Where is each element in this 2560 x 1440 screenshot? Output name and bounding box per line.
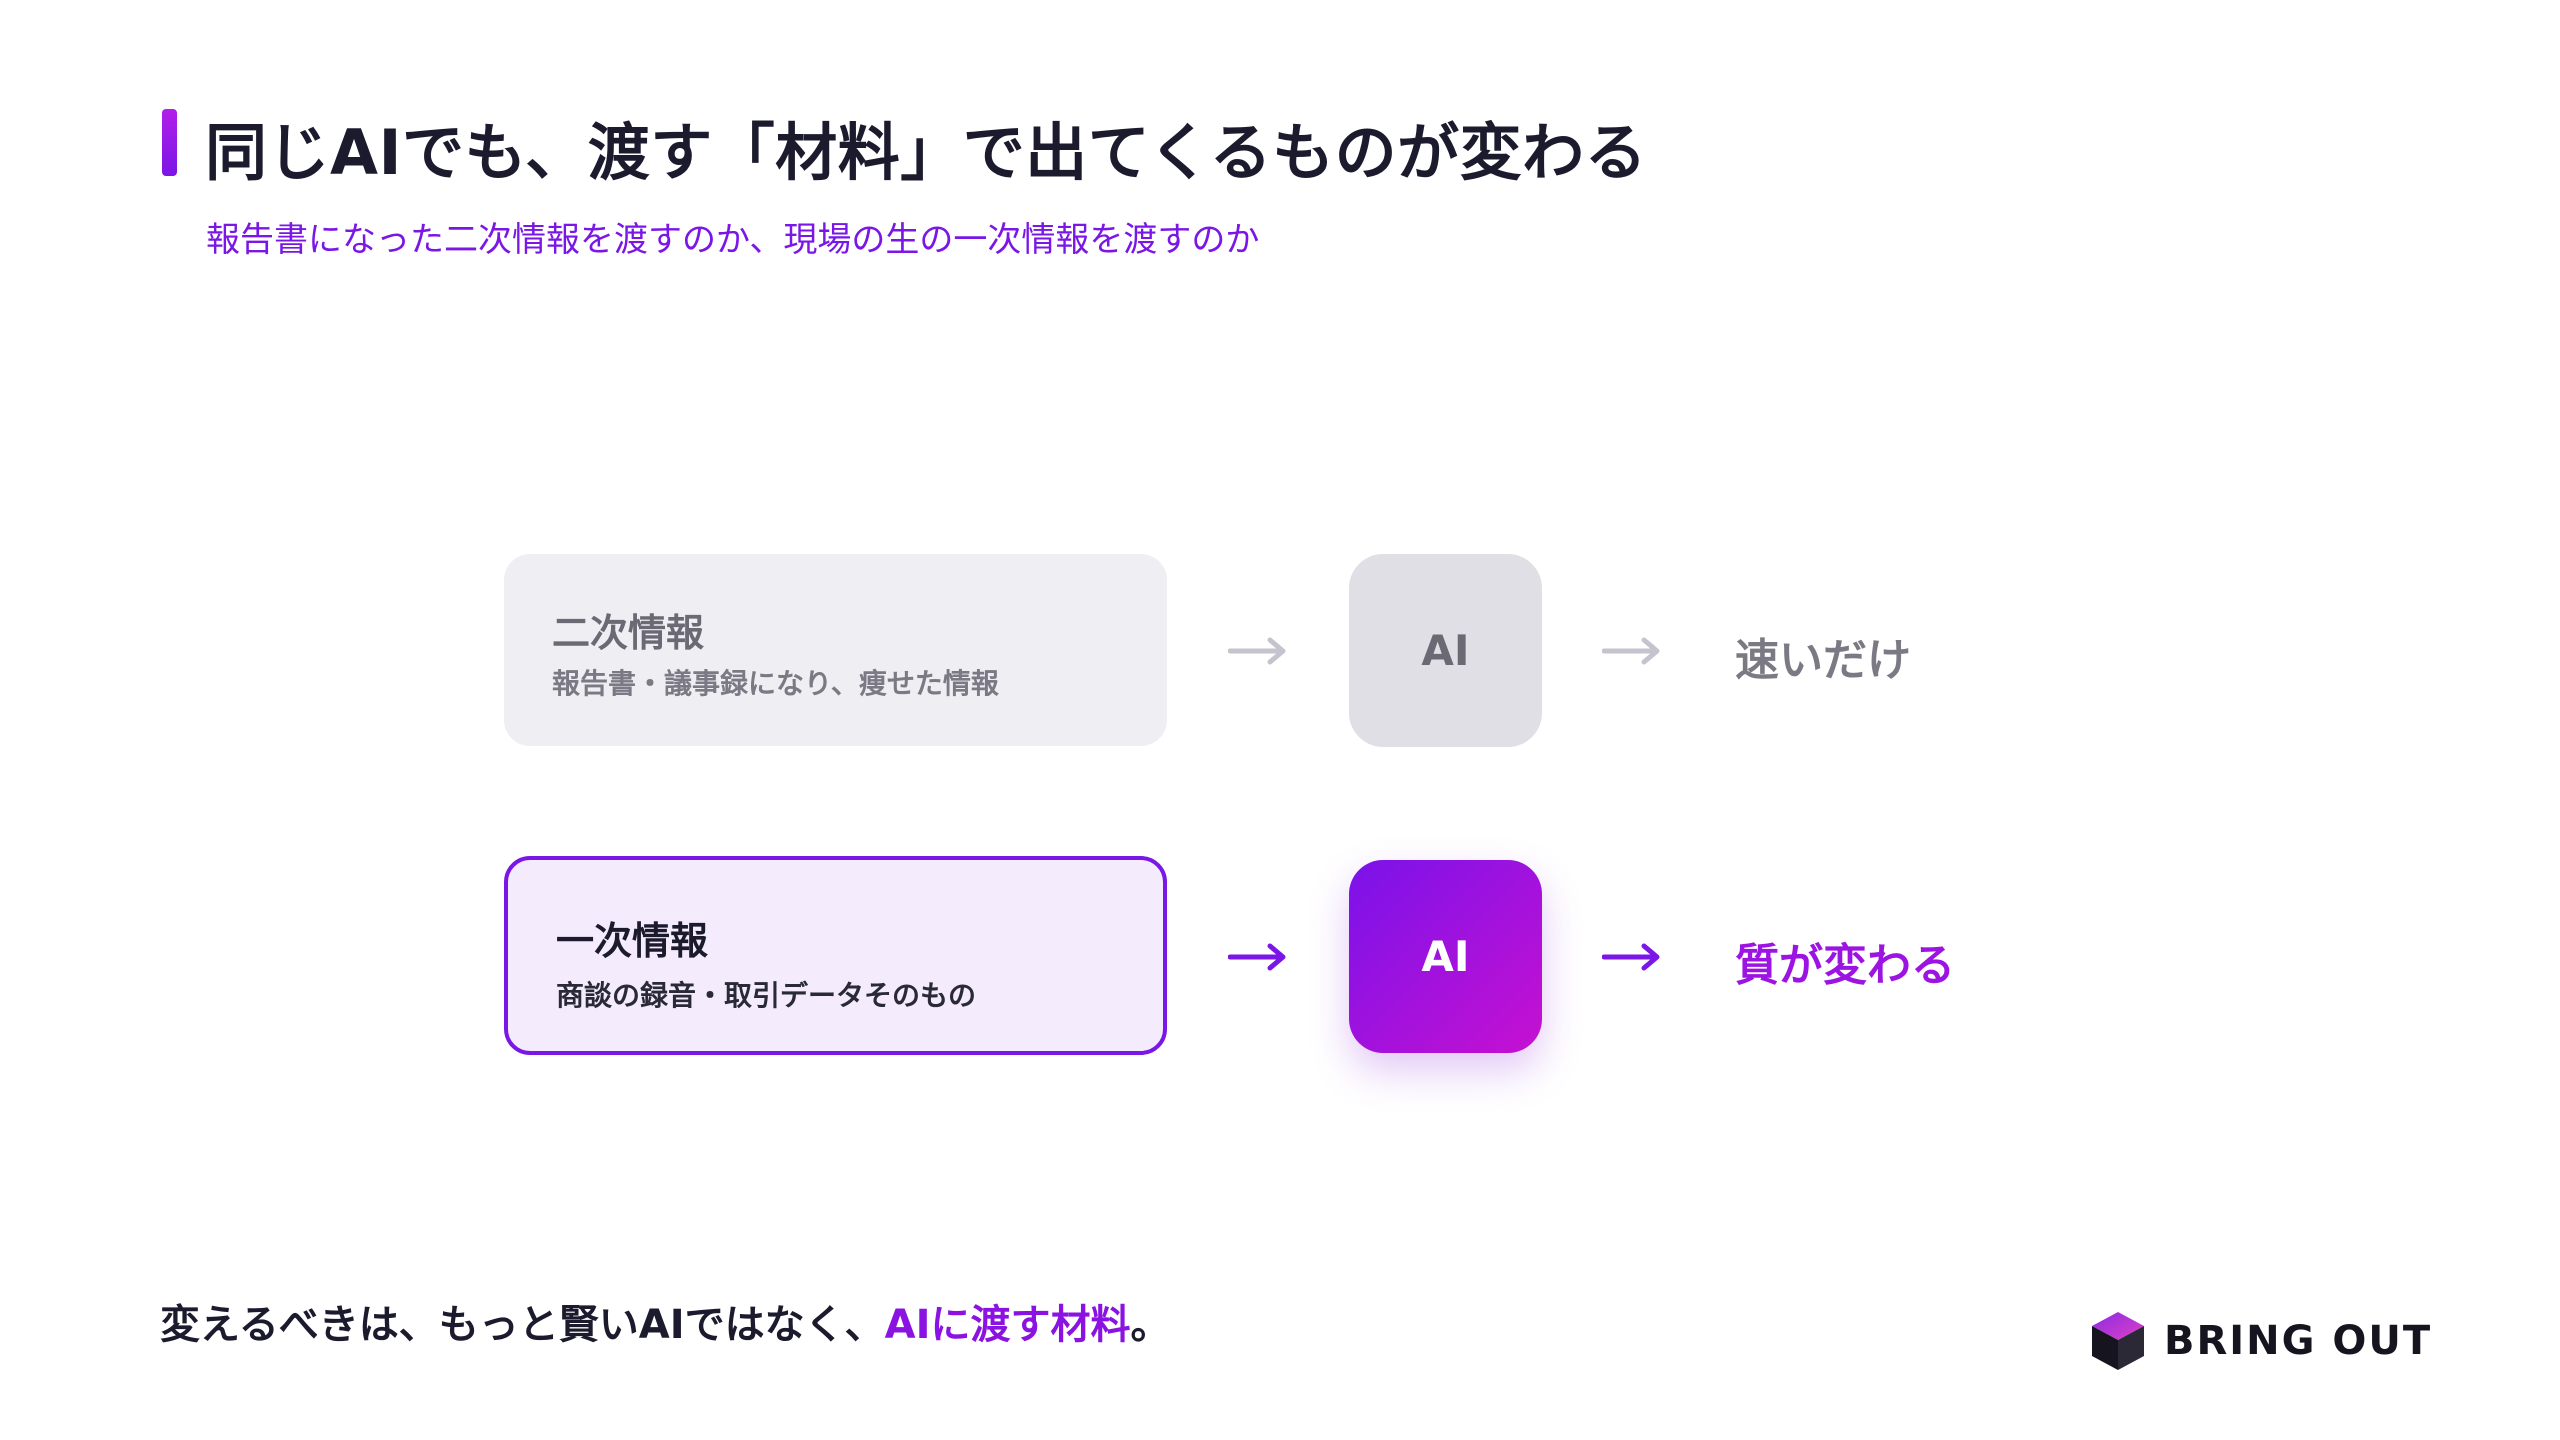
secondary-info-title: 二次情報: [552, 611, 705, 655]
secondary-result: 速いだけ: [1735, 635, 1911, 686]
footer-message-highlight: AIに渡す材料: [884, 1302, 1131, 1348]
primary-info-card: 一次情報 商談の録音・取引データそのもの: [504, 856, 1167, 1055]
secondary-info-description: 報告書・議事録になり、痩せた情報: [552, 667, 999, 700]
primary-info-description: 商談の録音・取引データそのもの: [556, 979, 977, 1012]
arrow-right-icon: [1228, 943, 1286, 971]
title-accent-bar: [162, 109, 177, 176]
brand-logo: BRING OUT: [2090, 1310, 2432, 1372]
brand-logo-text: BRING OUT: [2164, 1318, 2433, 1364]
footer-message: 変えるべきは、もっと賢いAIではなく、AIに渡す材料。: [160, 1292, 1170, 1350]
primary-info-title: 一次情報: [556, 919, 709, 963]
arrow-right-icon: [1602, 637, 1660, 665]
footer-message-end: 。: [1130, 1302, 1171, 1348]
arrow-right-icon: [1228, 637, 1286, 665]
primary-result: 質が変わる: [1735, 940, 1955, 991]
cube-icon: [2092, 1312, 2144, 1370]
ai-box-primary: AI: [1349, 860, 1542, 1053]
ai-box-secondary: AI: [1349, 554, 1542, 747]
secondary-info-card: 二次情報 報告書・議事録になり、痩せた情報: [504, 554, 1167, 746]
footer-message-plain: 変えるべきは、もっと賢いAIではなく、: [160, 1302, 885, 1348]
page-subtitle: 報告書になった二次情報を渡すのか、現場の生の一次情報を渡すのか: [206, 220, 1260, 260]
page-title: 同じAIでも、渡す「材料」で出てくるものが変わる: [205, 116, 1648, 189]
arrow-right-icon: [1602, 943, 1660, 971]
